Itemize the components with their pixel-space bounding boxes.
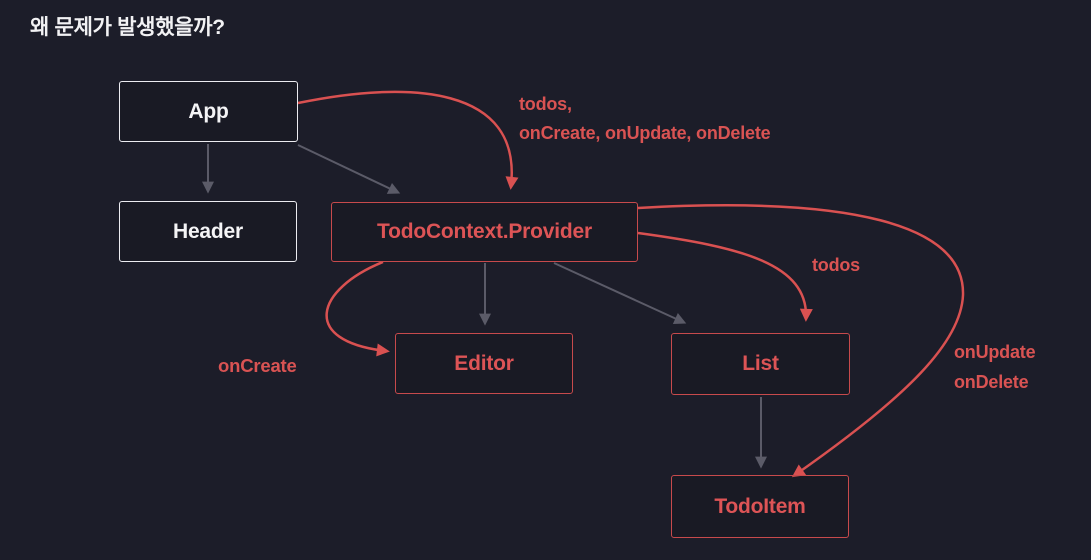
node-app: App: [119, 81, 298, 142]
node-editor-label: Editor: [454, 351, 514, 375]
edge-label-app-props: todos, onCreate, onUpdate, onDelete: [519, 90, 771, 148]
edge-provider-todos-to-list: [637, 231, 813, 322]
node-todocontext-provider-label: TodoContext.Provider: [377, 220, 592, 243]
edge-label-todos: todos: [812, 255, 860, 275]
node-app-label: App: [188, 99, 229, 123]
edge-provider-oncreate-to-editor: [325, 260, 390, 357]
node-editor: Editor: [395, 333, 573, 394]
edge-app-props-to-provider: [297, 90, 519, 190]
edge-label-oncreate: onCreate: [218, 355, 297, 376]
slide-title: 왜 문제가 발생했을까?: [30, 16, 225, 39]
node-list: List: [671, 333, 850, 395]
edge-label-props-line2: onCreate, onUpdate, onDelete: [519, 123, 771, 143]
edge-label-props-line1: todos,: [519, 94, 572, 114]
edge-label-onupdate: onUpdate: [954, 342, 1036, 362]
edge-app-to-provider: [297, 144, 401, 194]
node-todoitem: TodoItem: [671, 475, 849, 538]
edge-provider-to-list: [553, 262, 687, 324]
edge-label-onupdate-ondelete: onUpdate onDelete: [954, 337, 1036, 397]
edge-label-ondelete: onDelete: [954, 372, 1029, 392]
node-todoitem-label: TodoItem: [714, 494, 806, 518]
node-todocontext-provider: TodoContext.Provider: [331, 202, 638, 262]
node-header-label: Header: [172, 219, 243, 243]
node-header: Header: [119, 201, 297, 262]
node-list-label: List: [742, 352, 779, 375]
edge-provider-onupdate-ondelete-to-todoitem: [637, 204, 965, 478]
